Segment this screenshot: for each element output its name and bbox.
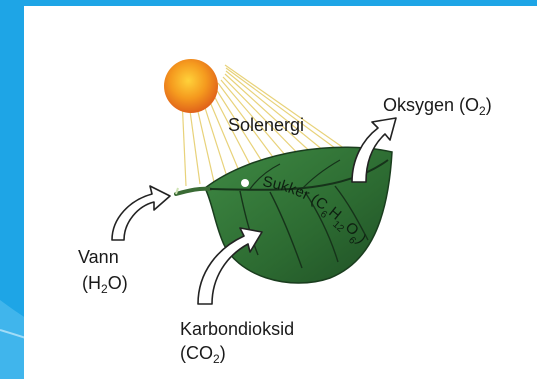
water-arrow-icon (112, 186, 170, 240)
carbon-dioxide-label: Karbondioksid (180, 318, 294, 340)
oxygen-label: Oksygen (O2) (383, 94, 492, 122)
sun-icon (164, 59, 218, 113)
water-formula-label: (H2O) (82, 272, 128, 300)
solar-energy-label: Solenergi (228, 114, 304, 136)
carbon-dioxide-formula-label: (CO2) (180, 342, 226, 370)
water-label: Vann (78, 246, 119, 268)
